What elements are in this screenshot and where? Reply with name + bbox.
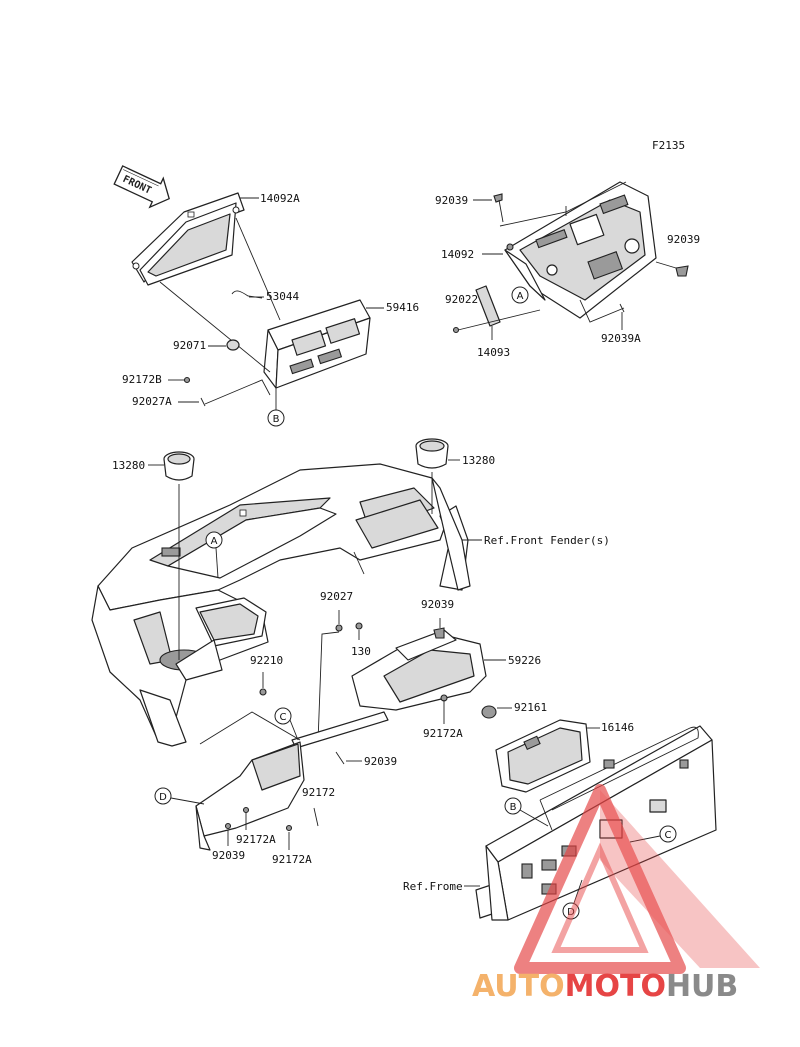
part-label: 92172A xyxy=(423,727,463,740)
dashboard-body xyxy=(91,463,471,747)
svg-text:B: B xyxy=(510,802,517,813)
callout-c-mid xyxy=(274,707,292,725)
svg-text:A: A xyxy=(517,291,524,302)
svg-text:B: B xyxy=(273,414,280,425)
part-label: 92210 xyxy=(250,654,283,667)
callout-d-left xyxy=(154,787,172,805)
part-label: 92027 xyxy=(320,590,353,603)
watermark-text: AUTOMOTOHUB xyxy=(472,969,738,1004)
callout-a-dash xyxy=(205,531,223,549)
part-label: 92027A xyxy=(132,395,172,408)
part-label: 14092 xyxy=(441,248,474,261)
callout-c-frame xyxy=(659,825,677,843)
part-label: 92071 xyxy=(173,339,206,352)
lower-left-bracket xyxy=(195,741,305,851)
part-label: 53044 xyxy=(266,290,299,303)
part-label: 92172 xyxy=(302,786,335,799)
trim-strip-14093 xyxy=(475,285,501,327)
part-label: 92022 xyxy=(445,293,478,306)
cup-holder-13280-right xyxy=(415,438,449,469)
callout-b-top xyxy=(267,409,285,427)
part-label: 92172A xyxy=(236,833,276,846)
part-label: 59416 xyxy=(386,301,419,314)
part-label: 92161 xyxy=(514,701,547,714)
lower-cover-59226 xyxy=(351,629,487,711)
part-label: 92039 xyxy=(421,598,454,611)
front-arrow-icon: FRONT xyxy=(113,165,170,209)
svg-text:A: A xyxy=(211,536,218,547)
figure-code: F2135 xyxy=(652,139,685,152)
part-label: 92172B xyxy=(122,373,162,386)
part-label: 130 xyxy=(351,645,371,658)
ref-frame: Ref.Frome xyxy=(403,880,463,893)
screw-92039 xyxy=(493,193,504,223)
svg-text:C: C xyxy=(665,830,672,841)
callout-d-frame xyxy=(562,902,580,920)
part-label: 92039A xyxy=(601,332,641,345)
meter-cover-14092A xyxy=(131,192,245,286)
part-label: 14092A xyxy=(260,192,300,205)
ref-front-fender: Ref.Front Fender(s) xyxy=(484,534,610,547)
callout-a-top xyxy=(511,286,529,304)
part-label: 92172A xyxy=(272,853,312,866)
part-label: 14093 xyxy=(477,346,510,359)
meter-unit-59416 xyxy=(263,299,371,389)
part-label: 59226 xyxy=(508,654,541,667)
glove-box-16146 xyxy=(495,719,591,793)
part-label: 92039 xyxy=(212,849,245,862)
instrument-panel-14092 xyxy=(504,181,657,319)
svg-text:C: C xyxy=(280,712,287,723)
callout-b-frame xyxy=(504,797,522,815)
part-label: 92039 xyxy=(667,233,700,246)
part-label: 16146 xyxy=(601,721,634,734)
watermark-logo-icon xyxy=(514,784,760,974)
cup-holder-13280-left xyxy=(163,451,195,481)
part-label: 92039 xyxy=(364,755,397,768)
part-label: 92039 xyxy=(435,194,468,207)
svg-text:D: D xyxy=(567,907,575,918)
part-label: 13280 xyxy=(462,454,495,467)
part-label: 13280 xyxy=(112,459,145,472)
svg-text:D: D xyxy=(159,792,167,803)
